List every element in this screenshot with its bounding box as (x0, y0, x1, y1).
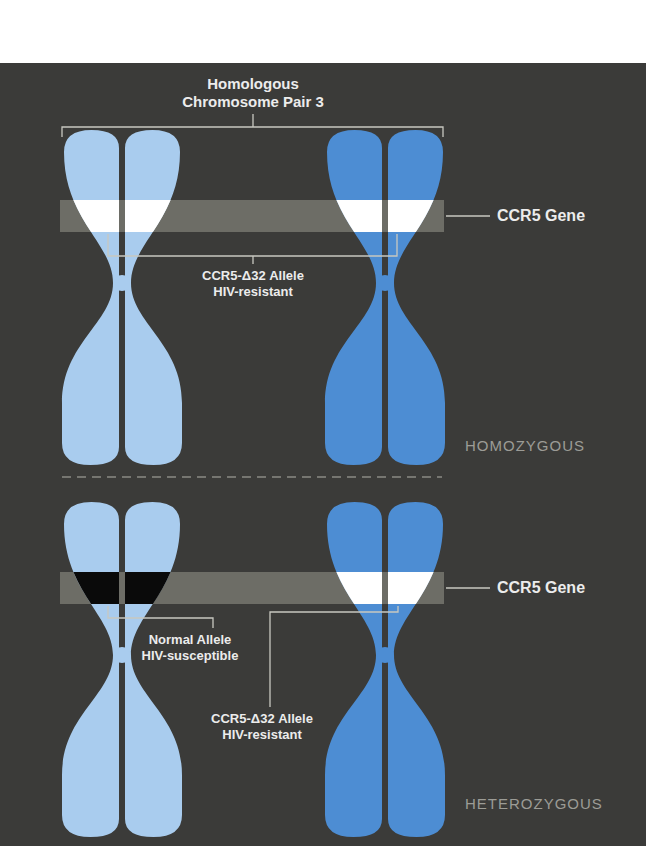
allele-segment (125, 572, 182, 604)
allele-segment (62, 572, 119, 604)
chromatid (62, 502, 119, 837)
title-bracket (62, 114, 443, 137)
allele-segment (325, 200, 382, 232)
centromere (377, 647, 393, 663)
chromatid (388, 502, 445, 837)
allele-segment (388, 572, 445, 604)
chromatid (388, 130, 445, 465)
delta-leader (270, 606, 398, 707)
band-leader (446, 215, 490, 216)
dark-panel (0, 63, 646, 846)
genotype-label: HOMOZYGOUS (465, 437, 585, 455)
allele-label: CCR5-Δ32 Allele HIV-resistant (199, 268, 307, 300)
chromatid (125, 502, 182, 837)
chromatid (62, 130, 119, 465)
band-label: CCR5 Gene (497, 578, 585, 598)
allele-segment (125, 200, 182, 232)
allele-bracket (108, 234, 397, 264)
chromatid (125, 130, 182, 465)
allele-label: CCR5-Δ32 Allele HIV-resistant (208, 711, 316, 743)
allele-label: Normal Allele HIV-susceptible (136, 632, 244, 664)
band-leader (446, 587, 490, 588)
title: Homologous Chromosome Pair 3 (178, 75, 328, 112)
centromere (114, 275, 130, 291)
band-label: CCR5 Gene (497, 206, 585, 226)
allele-segment (388, 200, 445, 232)
genotype-label: HETEROZYGOUS (465, 795, 603, 813)
chromatid (325, 502, 382, 837)
centromere (377, 275, 393, 291)
allele-segment (325, 572, 382, 604)
allele-segment (62, 200, 119, 232)
divider-dashed (62, 476, 442, 478)
normal-leader (108, 606, 213, 628)
leader-lines (62, 114, 490, 707)
chromatid (325, 130, 382, 465)
centromere (114, 647, 130, 663)
